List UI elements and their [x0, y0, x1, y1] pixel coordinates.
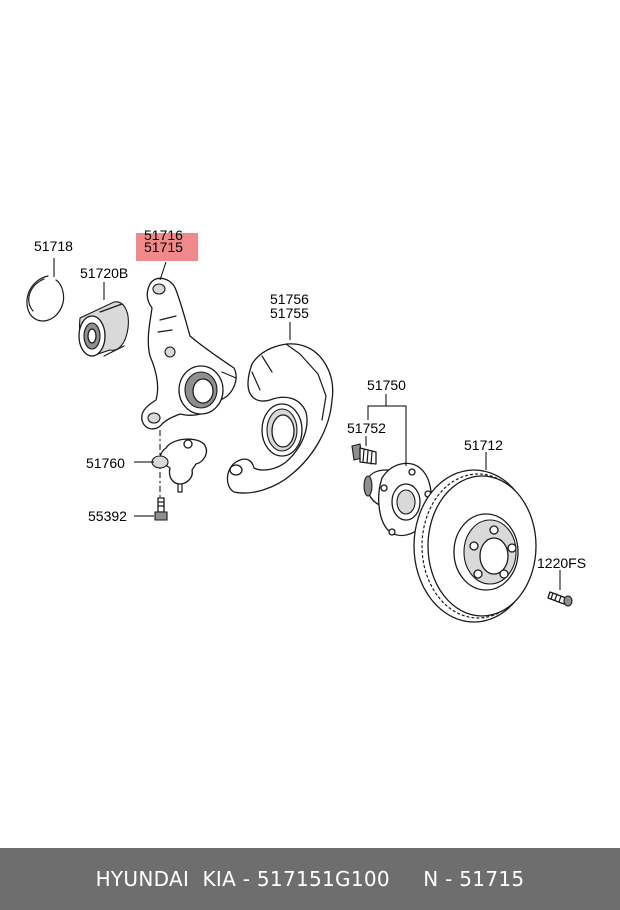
bolt-part [154, 497, 168, 521]
label-knuckle-rh: 51716 [144, 227, 183, 243]
label-dust-cover-lh: 51755 [270, 305, 309, 321]
part-number-footer: HYUNDAI KIA - 517151G100 N - 51715 [0, 848, 620, 910]
steering-knuckle-part [141, 277, 237, 430]
disc-screw-part [547, 591, 573, 607]
label-hub-assy: 51750 [367, 377, 406, 393]
dust-cover-part [226, 343, 334, 494]
hub-bolt-part [351, 443, 377, 465]
label-bearing: 51720B [80, 265, 128, 281]
label-dust-cover-rh: 51756 [270, 291, 309, 307]
snap-ring-part [26, 275, 65, 322]
label-hub-bolt: 51752 [347, 420, 386, 436]
label-snap-ring: 51718 [34, 238, 73, 254]
label-ball-joint: 51760 [86, 455, 125, 471]
label-knuckle-lh: 51715 [144, 239, 183, 255]
label-bolt: 55392 [88, 508, 127, 524]
label-disc: 51712 [464, 437, 503, 453]
ball-joint-part [151, 438, 208, 493]
brake-disc-part [413, 469, 537, 623]
wheel-bearing-part [78, 301, 129, 357]
highlight-box [136, 233, 198, 261]
label-disc-screw: 1220FS [537, 555, 586, 571]
parts-diagram: 51718 51720B 51716 51715 51756 51755 517… [26, 227, 586, 623]
